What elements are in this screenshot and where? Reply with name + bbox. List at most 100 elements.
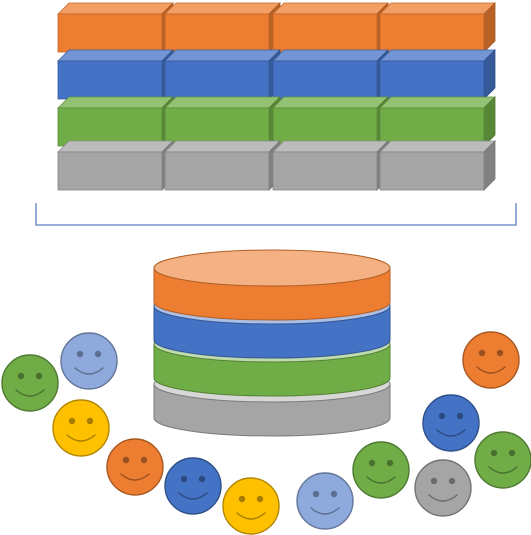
face-circle — [462, 331, 520, 389]
face-left-eye — [438, 412, 446, 420]
brick-blue-1 — [57, 49, 174, 100]
brick-top — [379, 96, 496, 109]
brick-front — [272, 107, 378, 147]
db-layer-orange — [153, 249, 391, 321]
brick-front — [164, 13, 270, 53]
face-right-eye — [35, 372, 43, 380]
face-circle — [414, 459, 472, 517]
face-right-eye — [86, 417, 94, 425]
brick-top — [164, 49, 281, 62]
brick-top — [379, 2, 496, 15]
face-circle — [60, 332, 118, 390]
face-left-eye — [76, 350, 84, 358]
brick-front — [164, 151, 270, 191]
face-left-eye — [68, 417, 76, 425]
face-smile — [488, 466, 518, 474]
face-smile — [310, 507, 340, 515]
face-left-eye — [238, 495, 246, 503]
face-smile — [15, 389, 45, 397]
face-circle — [52, 399, 110, 457]
smiley-face-yellow — [222, 477, 280, 535]
brick-front — [379, 107, 485, 147]
brick-green-3 — [272, 96, 389, 147]
brick-top — [272, 96, 389, 109]
face-circle — [352, 441, 410, 499]
brick-top — [272, 49, 389, 62]
brick-blue-3 — [272, 49, 389, 100]
brick-orange-3 — [272, 2, 389, 53]
smiley-face-blue — [422, 394, 480, 452]
face-right-eye — [94, 350, 102, 358]
face-right-eye — [198, 475, 206, 483]
smiley-face-blue — [164, 457, 222, 515]
brick-gray-1 — [57, 140, 174, 191]
face-right-eye — [496, 349, 504, 357]
face-circle — [474, 431, 531, 489]
face-right-eye — [456, 412, 464, 420]
smiley-face-green — [1, 354, 59, 412]
brick-orange-1 — [57, 2, 174, 53]
face-right-eye — [386, 459, 394, 467]
smiley-face-gray — [414, 459, 472, 517]
face-left-eye — [430, 477, 438, 485]
database-cylinder — [153, 249, 391, 437]
brick-front — [57, 107, 163, 147]
face-smile — [236, 512, 266, 520]
face-circle — [222, 477, 280, 535]
face-smile — [476, 366, 506, 374]
smiley-face-yellow — [52, 399, 110, 457]
brick-gray-3 — [272, 140, 389, 191]
brick-top — [164, 140, 281, 153]
face-left-eye — [490, 449, 498, 457]
face-left-eye — [312, 490, 320, 498]
smiley-face-light_blue — [296, 472, 354, 530]
brick-front — [379, 13, 485, 53]
brick-front — [379, 60, 485, 100]
brick-top — [272, 140, 389, 153]
brick-blue-4 — [379, 49, 496, 100]
smiley-face-orange — [106, 438, 164, 496]
smiley-face-green — [474, 431, 531, 489]
face-right-eye — [448, 477, 456, 485]
bracket-brace — [35, 203, 517, 226]
brick-front — [164, 107, 270, 147]
smiley-face-green — [352, 441, 410, 499]
brick-top — [57, 2, 174, 15]
brick-top — [57, 96, 174, 109]
brick-front — [272, 13, 378, 53]
brick-top — [164, 96, 281, 109]
face-smile — [74, 367, 104, 375]
brick-grid — [57, 2, 496, 191]
brick-front — [57, 13, 163, 53]
brick-front — [272, 151, 378, 191]
brick-green-1 — [57, 96, 174, 147]
face-right-eye — [508, 449, 516, 457]
db-layer-rim — [153, 249, 391, 287]
face-smile — [120, 473, 150, 481]
brick-front — [272, 60, 378, 100]
brick-top — [164, 2, 281, 15]
brick-front — [57, 60, 163, 100]
face-circle — [422, 394, 480, 452]
face-circle — [106, 438, 164, 496]
smiley-faces — [1, 331, 531, 535]
brick-green-4 — [379, 96, 496, 147]
face-smile — [178, 492, 208, 500]
face-left-eye — [17, 372, 25, 380]
smiley-face-light_blue — [60, 332, 118, 390]
face-circle — [164, 457, 222, 515]
face-left-eye — [368, 459, 376, 467]
brick-green-2 — [164, 96, 281, 147]
brick-top — [379, 140, 496, 153]
face-right-eye — [256, 495, 264, 503]
brick-blue-2 — [164, 49, 281, 100]
brick-top — [272, 2, 389, 15]
face-smile — [66, 434, 96, 442]
face-left-eye — [180, 475, 188, 483]
brick-gray-2 — [164, 140, 281, 191]
face-left-eye — [122, 456, 130, 464]
brick-orange-4 — [379, 2, 496, 53]
smiley-face-orange — [462, 331, 520, 389]
brick-orange-2 — [164, 2, 281, 53]
